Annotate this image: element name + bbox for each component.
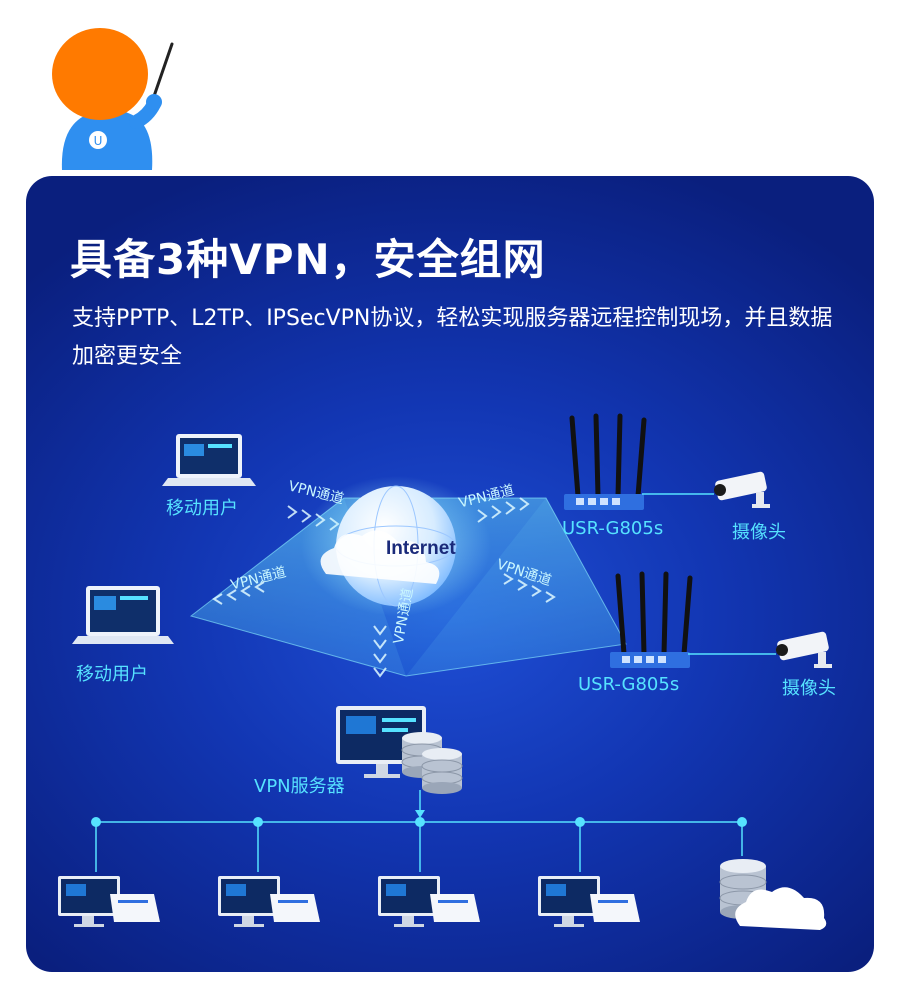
router-icon [564, 413, 647, 510]
monitor-icon [378, 876, 480, 927]
laptop-icon [72, 586, 174, 644]
mobile-user-label-2: 移动用户 [76, 664, 148, 685]
database-icon [421, 748, 463, 794]
router-icon [610, 571, 693, 668]
monitor-icon [58, 876, 160, 927]
server-icon [336, 706, 426, 778]
mobile-user-label-1: 移动用户 [166, 498, 238, 519]
camera-icon [776, 631, 832, 668]
cloud-icon [735, 887, 827, 930]
cloud-under-globe [320, 530, 440, 584]
camera-icon [714, 471, 770, 508]
mascot-illustration: U [52, 28, 174, 170]
page-title: 具备3种VPN，安全组网 [70, 235, 546, 284]
svg-text:U: U [94, 134, 103, 148]
laptop-icon [162, 434, 256, 486]
network-diagram [58, 413, 832, 930]
tunnel-arrows [212, 497, 556, 678]
camera-label-2: 摄像头 [782, 678, 836, 699]
camera-label-1: 摄像头 [732, 522, 786, 543]
monitor-icon [218, 876, 320, 927]
monitor-icon [538, 876, 640, 927]
internet-label: Internet [386, 538, 456, 559]
router-label-1: USR-G805s [562, 518, 664, 539]
vpn-server-label: VPN服务器 [254, 776, 345, 797]
router-label-2: USR-G805s [578, 674, 680, 695]
vpn-panel: 具备3种VPN，安全组网 支持PPTP、L2TP、IPSecVPN协议，轻松实现… [26, 176, 874, 972]
page-subtitle: 支持PPTP、L2TP、IPSecVPN协议，轻松实现服务器远程控制现场，并且数… [72, 306, 833, 369]
